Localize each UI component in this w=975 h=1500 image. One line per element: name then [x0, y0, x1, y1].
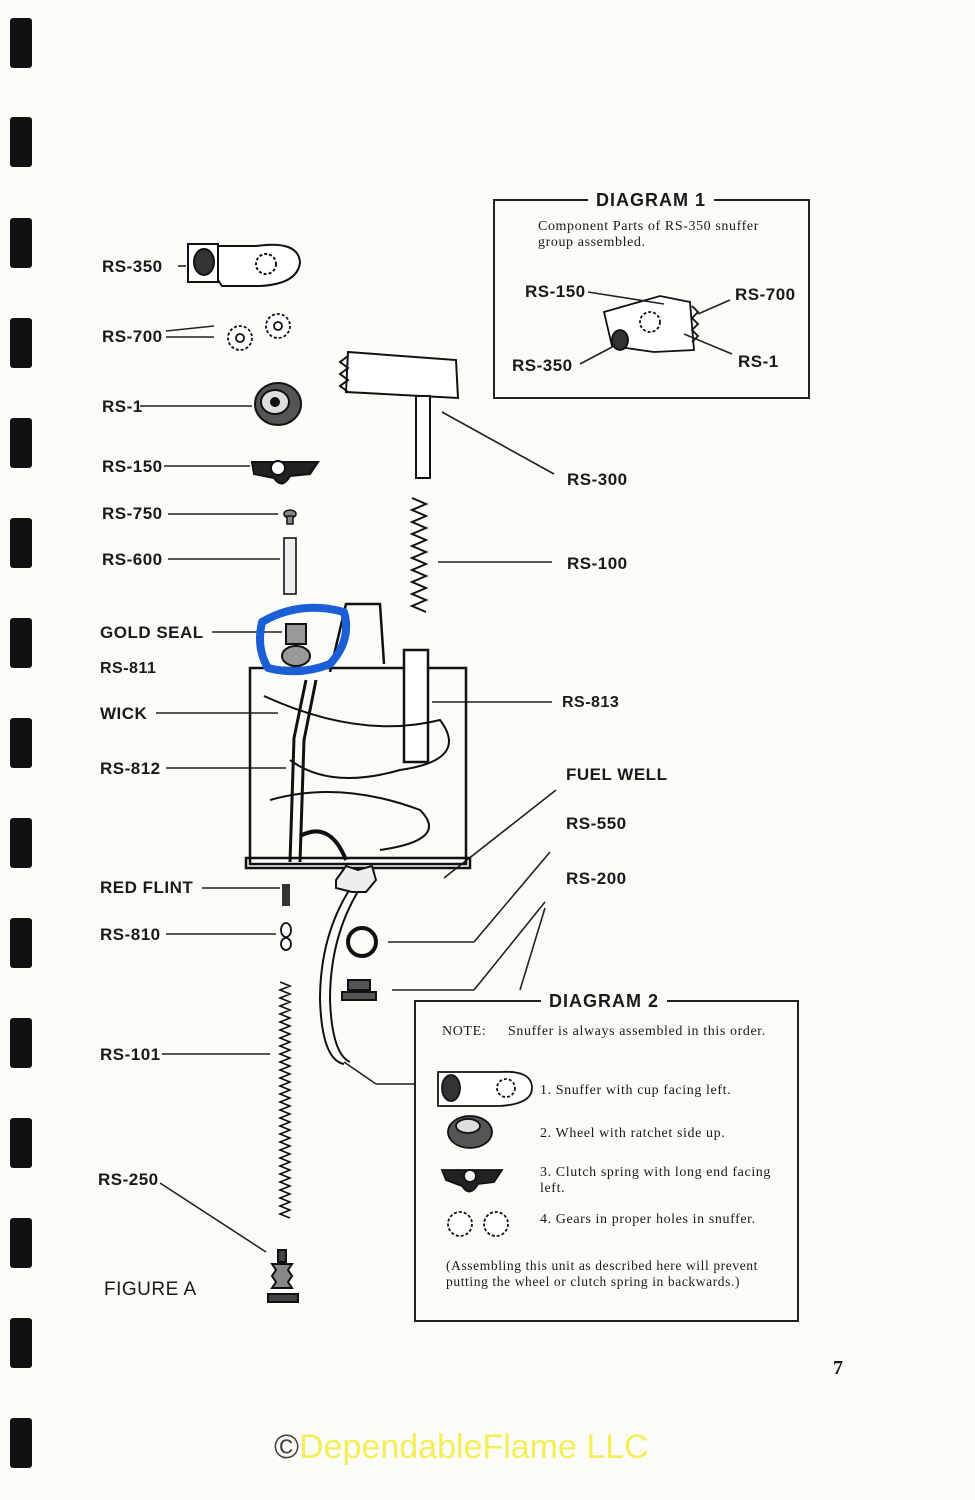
- diagram1-caption: Component Parts of RS-350 snuffer group …: [538, 219, 759, 251]
- label-rs150: RS-150: [102, 457, 163, 476]
- diagram2-note-text: Snuffer is always assembled in this orde…: [508, 1024, 766, 1039]
- diagram2-step-4: 4. Gears in proper holes in snuffer.: [540, 1212, 756, 1227]
- red-flint-part: [282, 884, 290, 906]
- label-gold-seal: GOLD SEAL: [100, 623, 204, 642]
- screw-plug-part: [341, 979, 377, 1001]
- diagram1-title: DIAGRAM 1: [588, 190, 715, 211]
- label-rs700: RS-700: [102, 327, 163, 346]
- copyright-symbol: ©: [274, 1428, 300, 1466]
- wheel-rs1-part: [254, 382, 302, 426]
- flint-arm-rs300-part: [338, 350, 460, 479]
- label-red-flint: RED FLINT: [100, 878, 194, 897]
- label-rs810: RS-810: [100, 925, 161, 944]
- spring-rs101-part: [277, 981, 293, 1219]
- felt-pad-rs550-part: [335, 864, 378, 893]
- label-rs250: RS-250: [98, 1170, 159, 1189]
- label-rs350: RS-350: [102, 257, 163, 276]
- page-number: 7: [833, 1357, 844, 1379]
- label-fuel-well: FUEL WELL: [566, 765, 668, 784]
- diagram2-title: DIAGRAM 2: [541, 991, 668, 1012]
- screw-rs250-part: [267, 1249, 299, 1303]
- diagram1-label-rs1: RS-1: [738, 352, 779, 371]
- label-rs550: RS-550: [566, 814, 627, 833]
- label-wick: WICK: [100, 704, 148, 723]
- diagram2-step-3: 3. Clutch spring with long end facing le…: [540, 1165, 772, 1197]
- fuel-well-ring-rs200-part: [346, 926, 378, 958]
- spring-rs100-part: [409, 497, 429, 613]
- tube-rs600-part: [283, 537, 297, 595]
- label-rs300: RS-300: [567, 470, 628, 489]
- figure-label: FIGURE A: [104, 1279, 197, 1300]
- diagram2-step-icons: [437, 1070, 533, 1237]
- diagram2-note-label: NOTE:: [442, 1024, 487, 1039]
- watermark-text: DependableFlame LLC: [299, 1428, 649, 1466]
- screw-rs750-part: [283, 509, 297, 525]
- label-rs100: RS-100: [567, 554, 628, 573]
- diagram2-footnote: (Assembling this unit as described here …: [446, 1258, 759, 1289]
- label-rs750: RS-750: [102, 504, 163, 523]
- diagram1-label-rs150: RS-150: [525, 282, 586, 301]
- lighter-insert-body: [244, 602, 472, 870]
- label-rs200: RS-200: [566, 869, 627, 888]
- diagram2-step-1: 1. Snuffer with cup facing left.: [540, 1083, 732, 1098]
- gears-rs700-part: [227, 313, 291, 351]
- diagram2-step-2: 2. Wheel with ratchet side up.: [540, 1126, 726, 1141]
- clutch-spring-rs150-part: [250, 460, 320, 485]
- flint-holder-rs810-part: [280, 922, 292, 951]
- snuffer-rs350-part: [187, 243, 302, 287]
- wick-hanging-part: [318, 879, 365, 1065]
- diagram1-label-rs350: RS-350: [512, 356, 573, 375]
- highlight-circle: [256, 603, 351, 676]
- gold-seal-part: [281, 623, 311, 667]
- watermark: ©DependableFlame LLC: [274, 1428, 649, 1467]
- label-rs600: RS-600: [102, 550, 163, 569]
- label-rs811: RS-811: [100, 660, 157, 677]
- label-rs1: RS-1: [102, 397, 143, 416]
- diagram1-assembly-drawing: [602, 295, 700, 353]
- label-rs101: RS-101: [100, 1045, 161, 1064]
- label-rs812: RS-812: [100, 759, 161, 778]
- label-rs813: RS-813: [562, 694, 620, 711]
- diagram1-label-rs700: RS-700: [735, 285, 796, 304]
